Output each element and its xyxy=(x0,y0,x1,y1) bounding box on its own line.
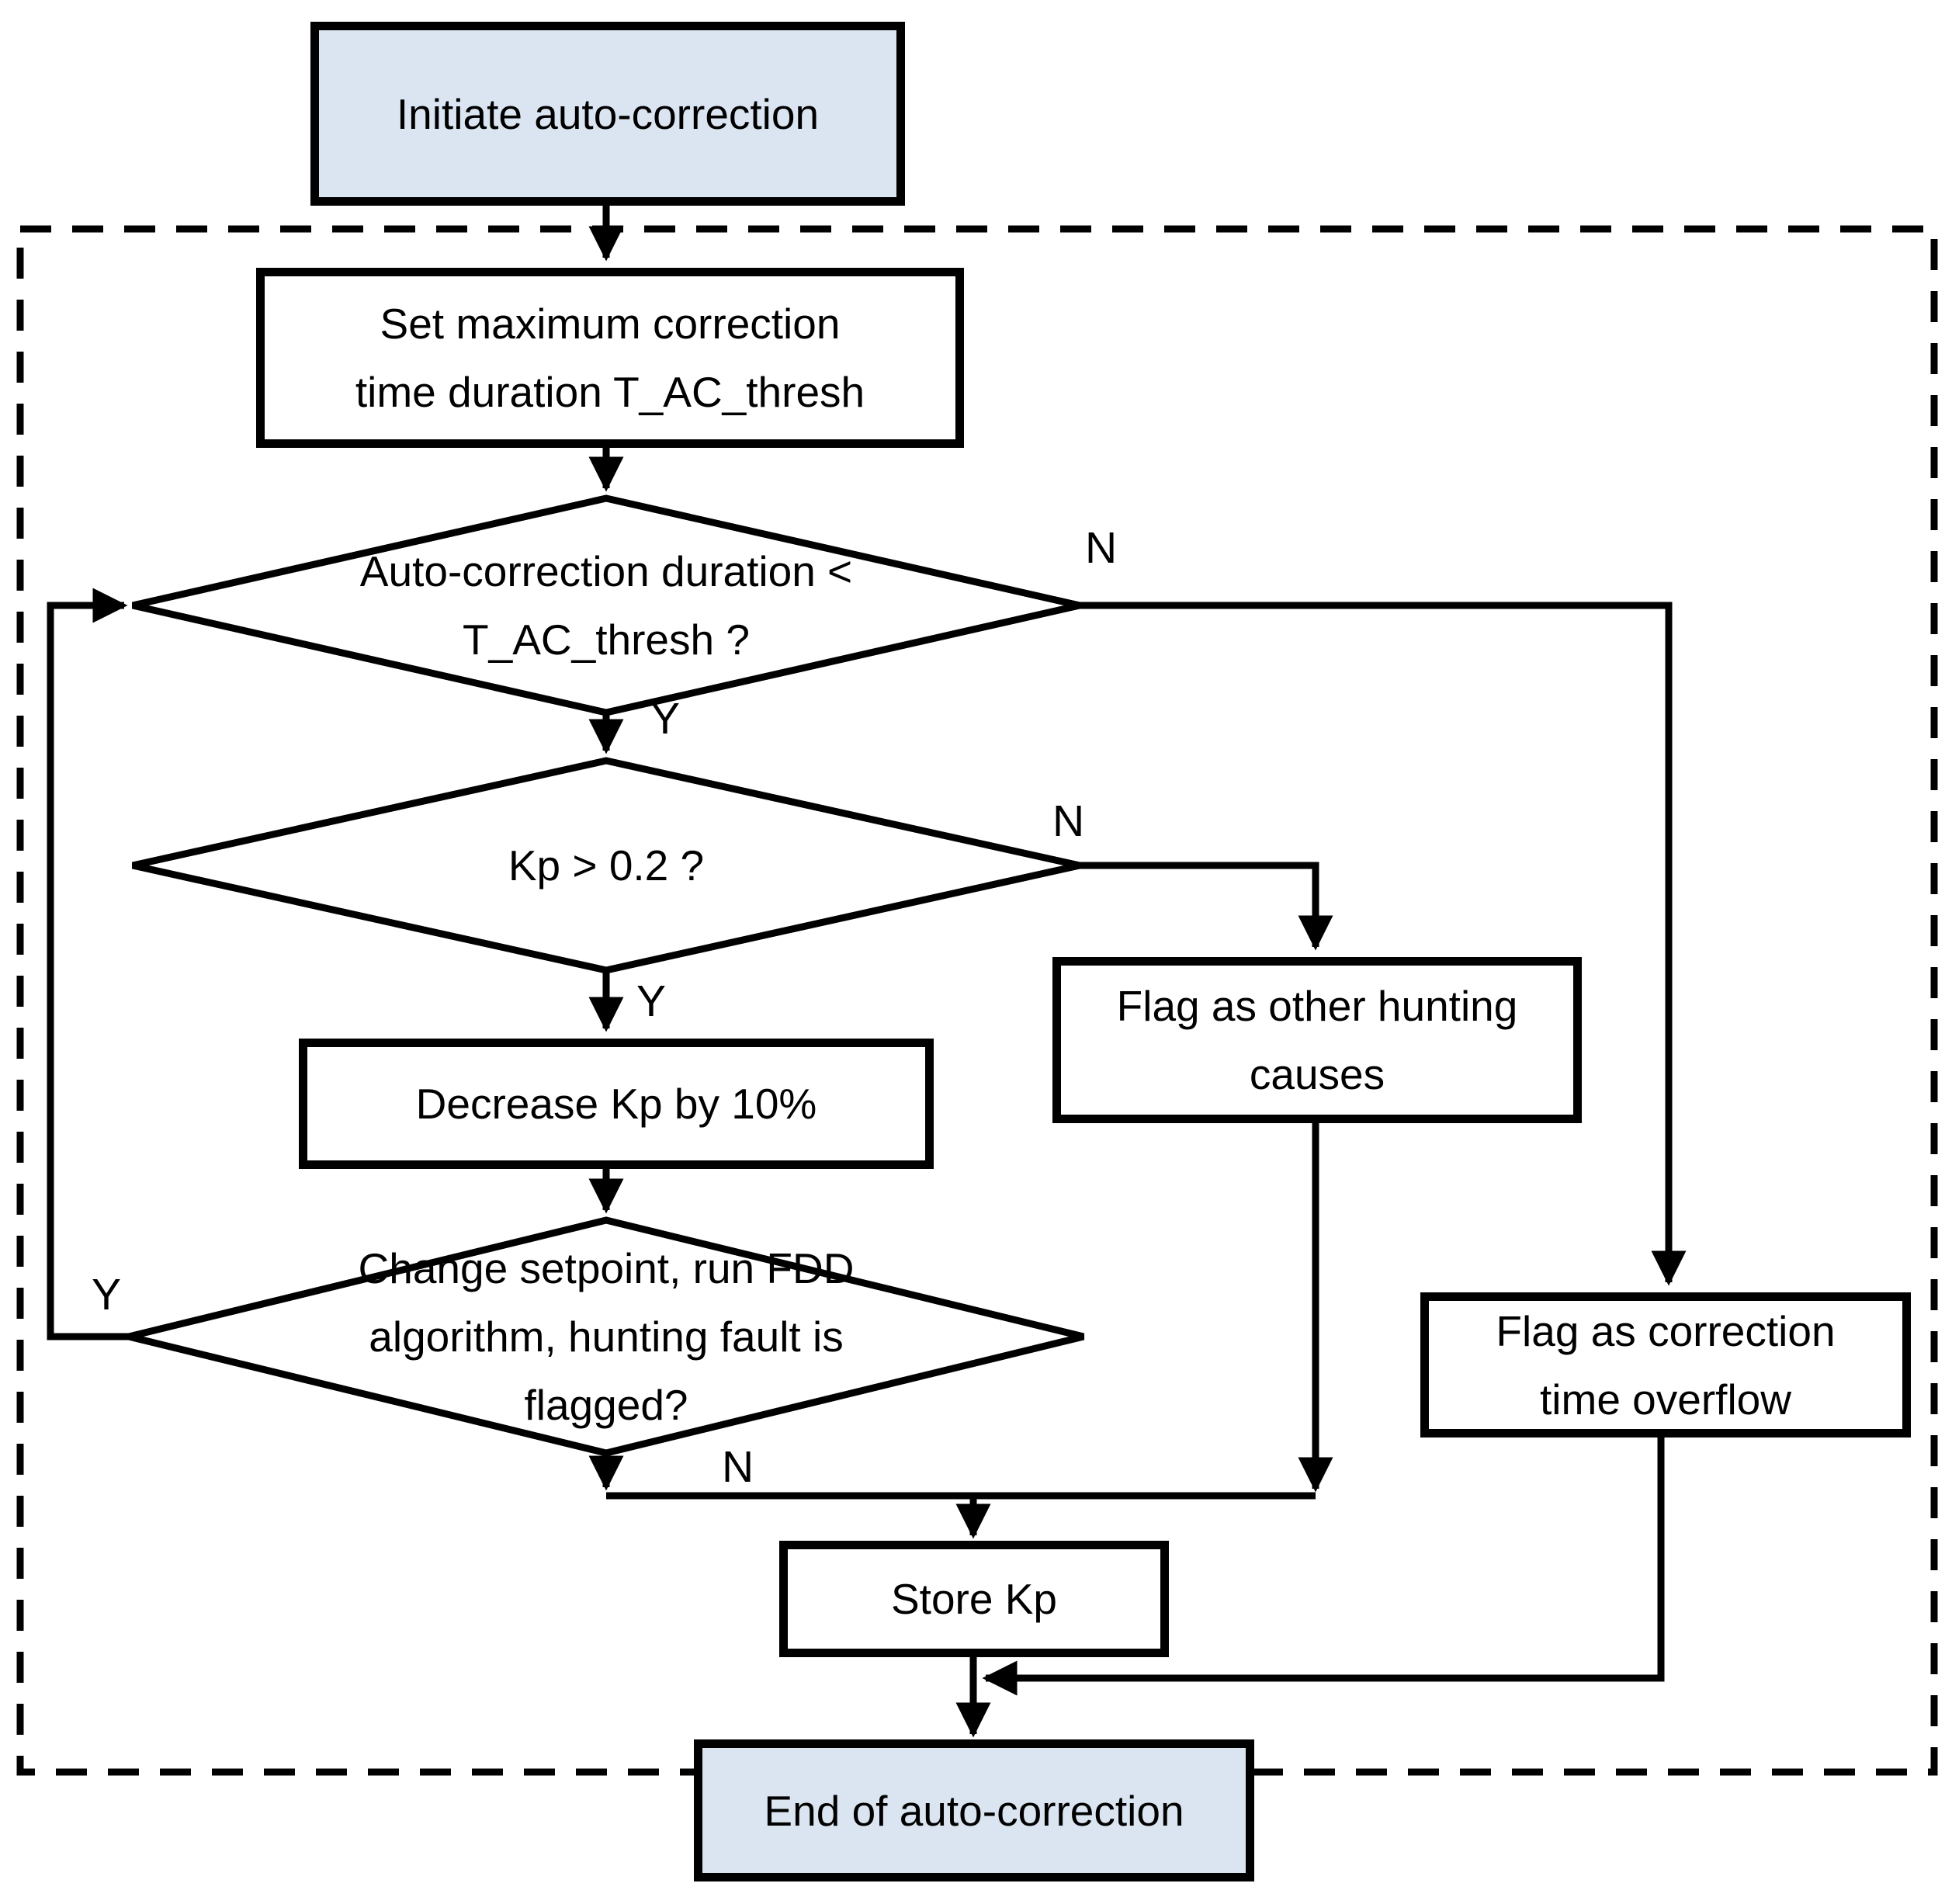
edge-kp-no-to-othercauses xyxy=(1080,862,1333,951)
branch-label-duration-yes: Y xyxy=(650,694,681,744)
branch-label-fdd-no: N xyxy=(722,1442,754,1492)
process-node-decrease-kp: Decrease Kp by 10% xyxy=(299,1039,934,1169)
branch-label-kp-no: N xyxy=(1052,796,1085,846)
process-node-label: Flag as other hunting causes xyxy=(1116,982,1518,1098)
dashed-boundary xyxy=(16,225,1938,1776)
start-node-initiate-auto-correction: Initiate auto-correction xyxy=(310,22,905,206)
edge-fdd-yes-loopback xyxy=(47,588,129,1340)
process-node-label: Store Kp xyxy=(890,1575,1057,1623)
edge-overflow-to-merge xyxy=(982,1438,1665,1696)
branch-label-kp-yes: Y xyxy=(636,976,667,1026)
decision-fdd-shape xyxy=(127,1216,1085,1457)
process-node-label: Decrease Kp by 10% xyxy=(415,1080,817,1128)
process-node-set-max-correction-time: Set maximum correction time duration T_A… xyxy=(256,268,964,448)
decision-kp-shape xyxy=(132,757,1080,974)
process-node-label: Set maximum correction time duration T_A… xyxy=(355,300,865,416)
end-node-end-of-auto-correction: End of auto-correction xyxy=(694,1739,1254,1881)
process-node-label: Flag as correction time overflow xyxy=(1496,1306,1836,1424)
edge-duration-no-to-overflow xyxy=(1080,602,1687,1286)
process-node-flag-correction-time-overflow: Flag as correction time overflow xyxy=(1420,1292,1911,1438)
process-node-flag-other-hunting-causes: Flag as other hunting causes xyxy=(1052,957,1582,1123)
branch-label-duration-no: N xyxy=(1085,523,1118,573)
end-node-label: End of auto-correction xyxy=(764,1786,1184,1835)
decision-duration-shape xyxy=(132,494,1080,716)
branch-label-fdd-yes: Y xyxy=(92,1270,122,1320)
start-node-label: Initiate auto-correction xyxy=(396,89,820,138)
process-node-store-kp: Store Kp xyxy=(779,1541,1169,1657)
